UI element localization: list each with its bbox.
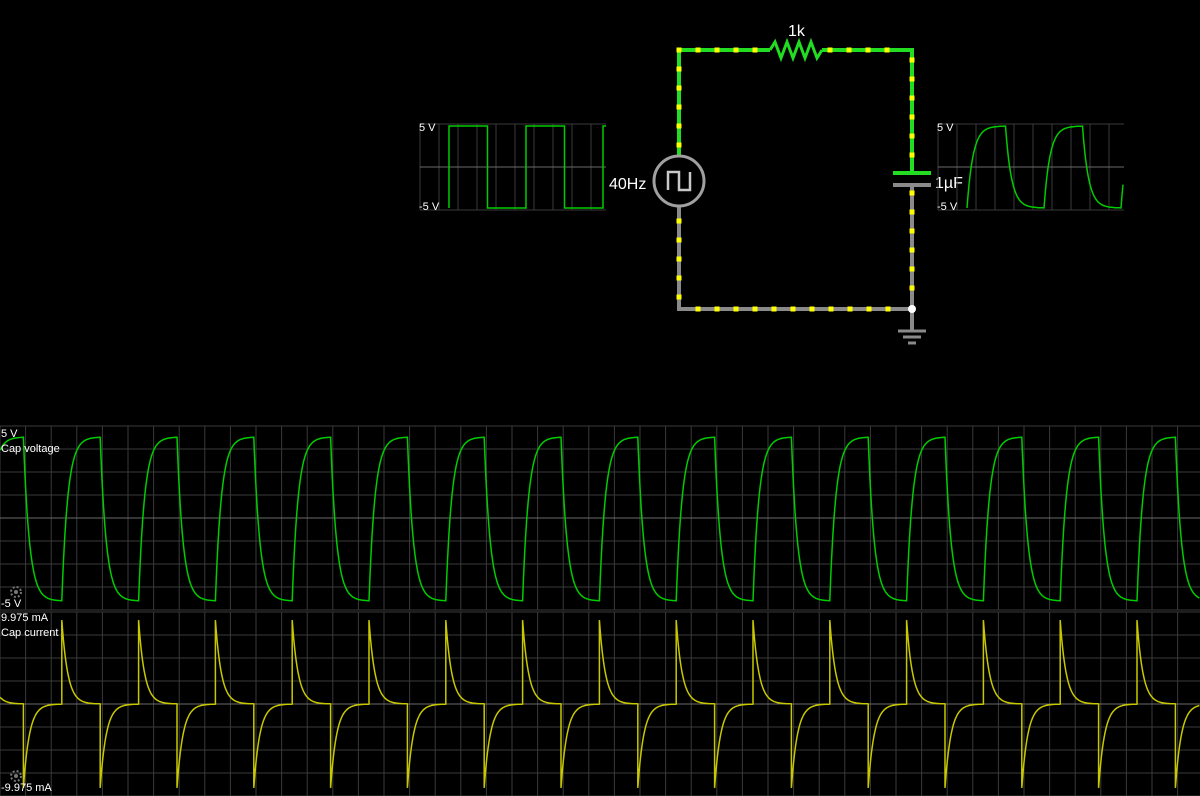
current-dot — [752, 47, 758, 53]
scope-cap-voltage[interactable]: 5 V Cap voltage -5 V — [0, 425, 1200, 611]
current-dot — [695, 306, 701, 312]
current-dot — [884, 47, 890, 53]
current-dot — [909, 266, 915, 272]
current-dot — [676, 256, 682, 262]
current-dot — [909, 76, 915, 82]
square-wave-source[interactable]: 40Hz — [609, 154, 706, 208]
current-dot — [909, 190, 915, 196]
capacitor[interactable]: 1µF — [893, 171, 963, 192]
current-dot — [676, 66, 682, 72]
current-dot — [733, 306, 739, 312]
current-dots — [676, 47, 915, 312]
current-dot — [695, 47, 701, 53]
current-dot — [909, 57, 915, 63]
scope-cap-current[interactable]: 9.975 mA Cap current -9.975 mA — [0, 611, 1200, 796]
current-dot — [909, 285, 915, 291]
mini-scope-cap-min: -5 V — [937, 201, 958, 213]
resistor[interactable]: 1k — [768, 23, 824, 63]
current-dot — [909, 228, 915, 234]
wire-left-lower[interactable] — [677, 207, 912, 311]
current-dot — [752, 306, 758, 312]
current-dot — [866, 306, 872, 312]
square-wave-icon — [666, 170, 692, 192]
current-dot — [885, 306, 891, 312]
current-dot — [909, 114, 915, 120]
current-dot — [676, 47, 682, 53]
current-dot — [676, 142, 682, 148]
current-dot — [809, 306, 815, 312]
gear-icon[interactable] — [10, 770, 22, 782]
current-dot — [847, 306, 853, 312]
current-dot — [909, 95, 915, 101]
current-dot — [714, 47, 720, 53]
gear-icon[interactable] — [10, 586, 22, 598]
scope-current-name: Cap current — [1, 627, 58, 639]
current-dot — [909, 209, 915, 215]
current-dot — [909, 133, 915, 139]
mini-scope-cap[interactable]: 5 V -5 V — [937, 122, 1124, 213]
current-dot — [828, 306, 834, 312]
ground-symbol[interactable] — [898, 329, 926, 345]
current-dot — [827, 47, 833, 53]
current-dot — [676, 85, 682, 91]
mini-scope-cap-max: 5 V — [937, 122, 954, 134]
scope-current-min: -9.975 mA — [1, 782, 52, 794]
scope-voltage-max: 5 V — [1, 428, 18, 440]
current-dot — [676, 218, 682, 224]
wire-top-right[interactable] — [822, 48, 914, 172]
scope-voltage-min: -5 V — [1, 598, 22, 610]
mini-scope-source[interactable]: 5 V -5 V — [419, 122, 606, 213]
current-dot — [676, 237, 682, 243]
mini-scope-source-min: -5 V — [419, 201, 440, 213]
current-dot — [733, 47, 739, 53]
current-dot — [676, 123, 682, 129]
current-dot — [771, 306, 777, 312]
current-dot — [676, 275, 682, 281]
current-dot — [846, 47, 852, 53]
current-dot — [714, 306, 720, 312]
node-dot[interactable] — [908, 305, 916, 313]
scope-voltage-name: Cap voltage — [1, 443, 60, 455]
current-dot — [865, 47, 871, 53]
resistor-label: 1k — [788, 23, 806, 40]
capacitor-label: 1µF — [935, 175, 963, 192]
scope-current-max: 9.975 mA — [1, 612, 49, 624]
current-dot — [676, 294, 682, 300]
circuit[interactable]: 1k 40Hz 1µF — [609, 23, 963, 345]
mini-scope-source-max: 5 V — [419, 122, 436, 134]
current-dot — [676, 104, 682, 110]
current-dot — [909, 152, 915, 158]
source-label: 40Hz — [609, 176, 646, 193]
current-dot — [790, 306, 796, 312]
current-dot — [909, 247, 915, 253]
